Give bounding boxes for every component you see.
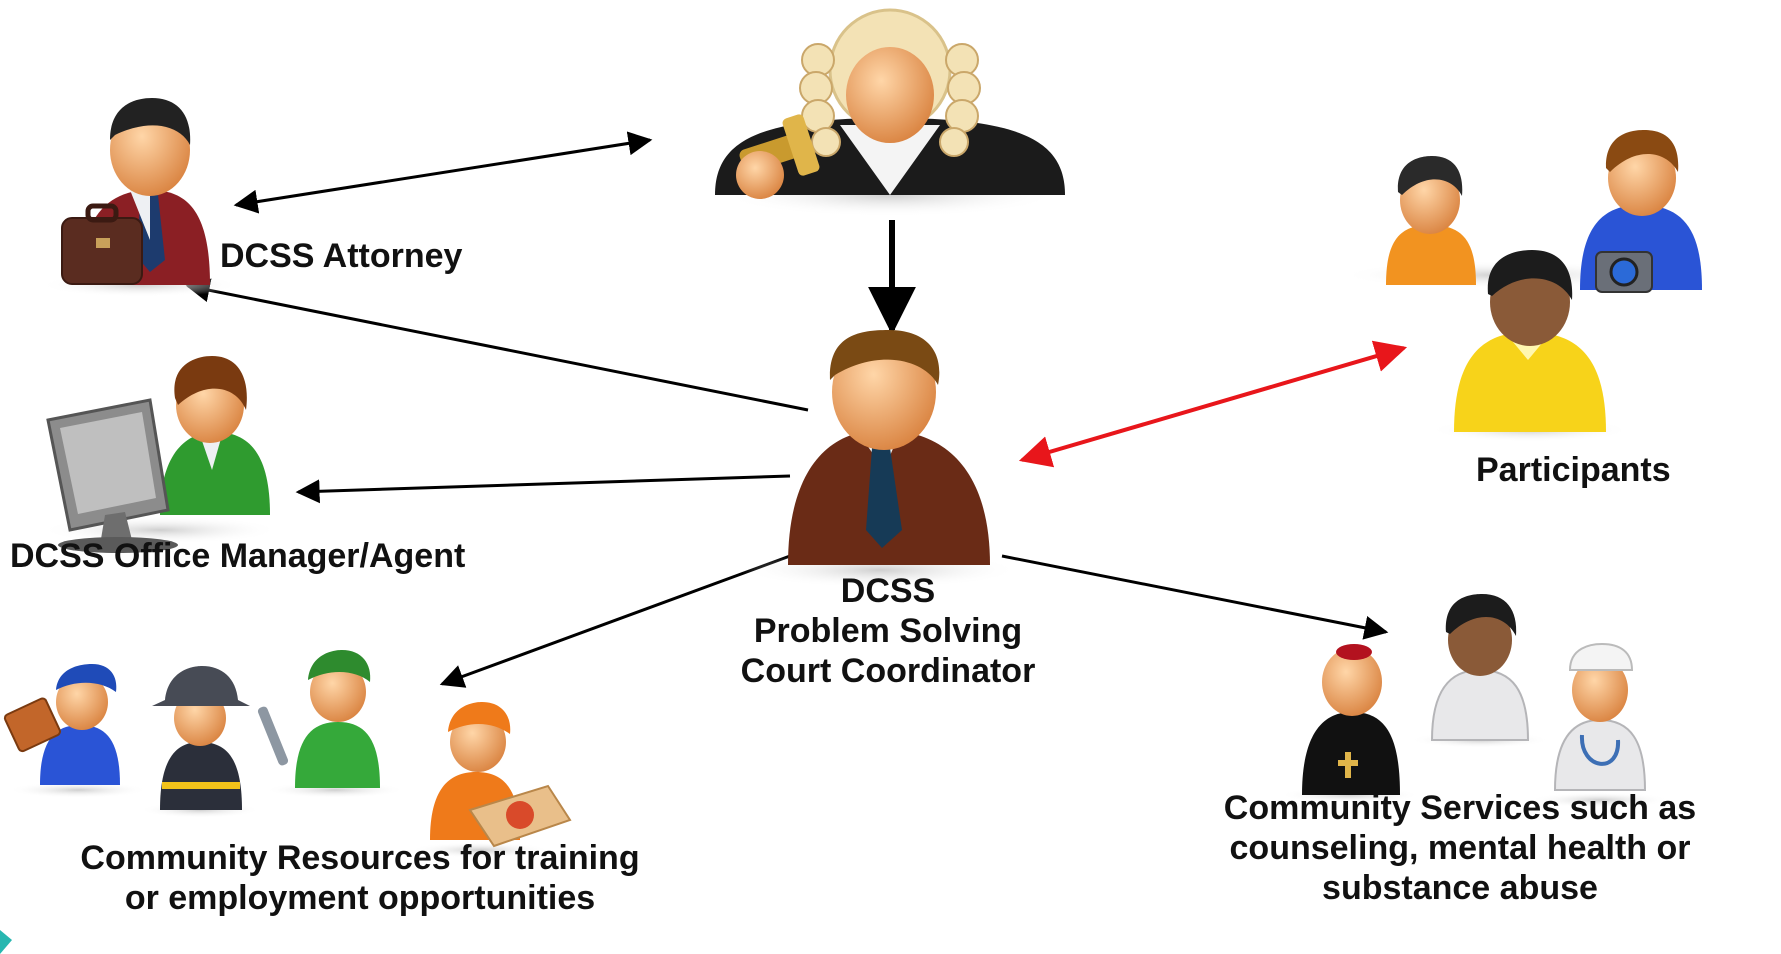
participants-label: Participants bbox=[1476, 451, 1671, 489]
arrow-coordinator-community-services bbox=[1001, 554, 1389, 640]
participant-icons bbox=[1340, 130, 1702, 442]
arrow-coordinator-office-manager bbox=[295, 474, 791, 504]
arrow-coordinator-participants bbox=[1018, 340, 1408, 468]
nurse-icon bbox=[1530, 642, 1670, 808]
community-resources-label: Community Resources for training or empl… bbox=[80, 839, 640, 917]
mechanic-icon bbox=[257, 650, 405, 798]
arrow-coordinator-attorney bbox=[185, 278, 809, 412]
firefighter-icon bbox=[140, 666, 260, 818]
counselor-icon bbox=[1410, 594, 1550, 748]
community-services-label: Community Services such as counseling, m… bbox=[1223, 789, 1697, 907]
corner-mark bbox=[0, 930, 12, 954]
priest-icon bbox=[1280, 644, 1420, 803]
judge-icon bbox=[715, 8, 1065, 217]
coordinator-icon bbox=[740, 330, 1020, 588]
arrow-judge-attorney bbox=[233, 131, 653, 214]
pizza-delivery-icon bbox=[410, 702, 572, 858]
connection-arrows bbox=[185, 131, 1408, 688]
arrow-coordinator-community-resources bbox=[439, 554, 791, 688]
office-manager-icon bbox=[40, 356, 280, 553]
attorney-label: DCSS Attorney bbox=[220, 237, 463, 275]
office-manager-label: DCSS Office Manager/Agent bbox=[10, 537, 466, 575]
coordinator-label: DCSS Problem Solving Court Coordinator bbox=[740, 572, 1036, 690]
toolbox-worker-icon bbox=[3, 664, 148, 798]
attorney-icon bbox=[40, 98, 240, 297]
